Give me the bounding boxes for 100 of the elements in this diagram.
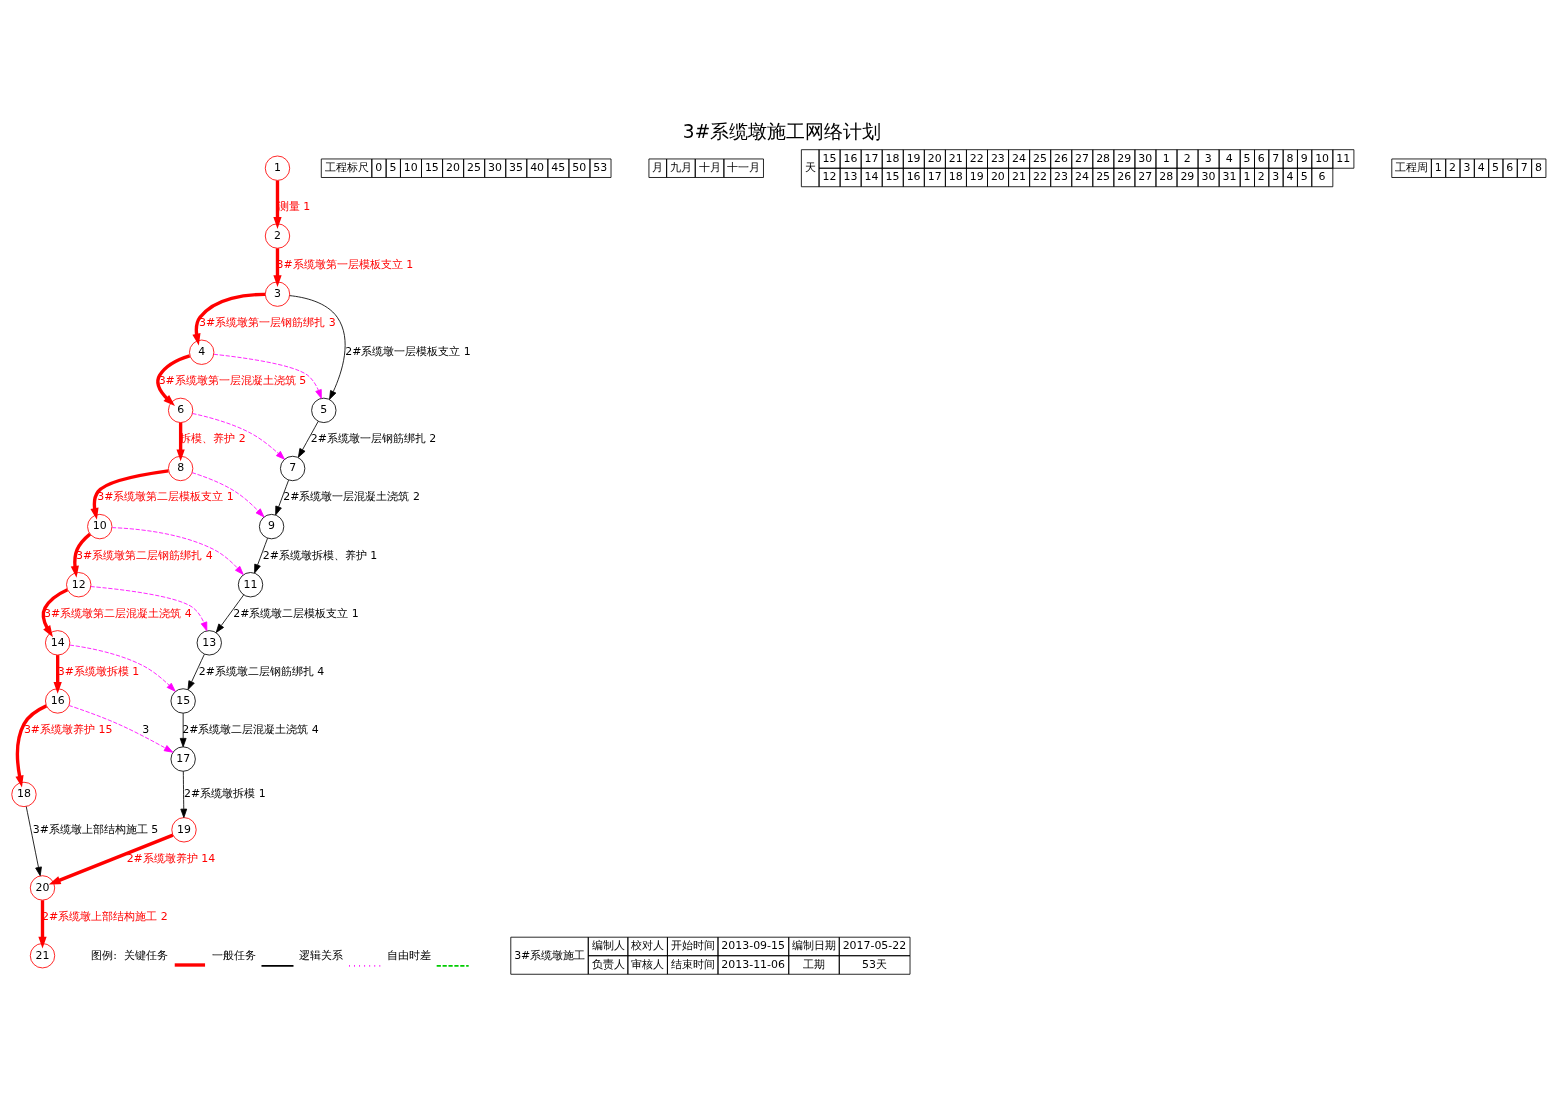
label: 图例: xyxy=(91,948,118,962)
label: 2 xyxy=(1449,160,1457,174)
label: 九月 xyxy=(669,160,692,174)
label: 3 xyxy=(1463,160,1471,174)
label: 30 xyxy=(1201,169,1216,183)
label: 10 xyxy=(1315,151,1330,165)
label: 28 xyxy=(1096,151,1111,165)
label: 17 xyxy=(864,151,879,165)
legend-label: 关键任务 xyxy=(124,948,169,962)
edge-label: 2#系缆墩拆模 1 xyxy=(184,786,266,800)
label: 30 xyxy=(488,160,502,174)
label: 29 xyxy=(1180,169,1195,183)
label: 6 xyxy=(1257,151,1265,165)
label: 25 xyxy=(1096,169,1111,183)
legend-label: 自由时差 xyxy=(386,948,431,962)
edge-label: 2#系缆墩一层钢筋绑扎 2 xyxy=(310,431,437,445)
label: 21 xyxy=(948,151,963,165)
label: 1 xyxy=(1243,169,1251,183)
label: 6 xyxy=(1318,169,1326,183)
label: 45 xyxy=(551,160,566,174)
label: 14 xyxy=(864,169,879,183)
edge-label: 3#系缆墩养护 15 xyxy=(23,722,113,736)
edge-label: 3 xyxy=(142,722,150,736)
label: 审核人 xyxy=(631,957,665,971)
label: 0 xyxy=(375,160,383,174)
label: 17 xyxy=(927,169,942,183)
label: 53天 xyxy=(862,957,887,971)
label: 工期 xyxy=(803,957,826,971)
label: 2 xyxy=(1257,169,1265,183)
edge-label: 2#系缆墩一层模板支立 1 xyxy=(345,344,471,358)
label: 30 xyxy=(1138,151,1153,165)
label: 3 xyxy=(1272,169,1280,183)
label: 26 xyxy=(1117,169,1132,183)
label: 十月 xyxy=(698,160,721,174)
label: 25 xyxy=(1032,151,1047,165)
edge-label: 3#系缆墩拆模 1 xyxy=(57,664,140,678)
label: 13 xyxy=(843,169,858,183)
label: 18 xyxy=(948,169,963,183)
label: 工程标尺 xyxy=(324,160,369,174)
label: 开始时间 xyxy=(670,938,715,952)
label: 2013-09-15 xyxy=(721,938,785,952)
label: 22 xyxy=(1032,169,1047,183)
label: 5 xyxy=(1243,151,1251,165)
edge-label: 2#系缆墩二层钢筋绑扎 4 xyxy=(198,664,325,678)
edge-label: 3#系缆墩第一层混凝土浇筑 5 xyxy=(158,373,307,387)
label: 16 xyxy=(906,169,921,183)
label: 40 xyxy=(530,160,545,174)
label: 20 xyxy=(927,151,942,165)
label: 28 xyxy=(1159,169,1174,183)
label: 23 xyxy=(1054,169,1068,183)
label: 25 xyxy=(467,160,481,174)
label: 18 xyxy=(885,151,900,165)
label: 5 xyxy=(1300,169,1308,183)
edge-label: 2#系缆墩拆模、养护 1 xyxy=(262,548,378,562)
label: 15 xyxy=(424,160,439,174)
label: 编制日期 xyxy=(792,938,837,952)
label: 工程周 xyxy=(1395,160,1429,174)
label: 3 xyxy=(1204,151,1212,165)
label: 5 xyxy=(389,160,397,174)
label: 6 xyxy=(1506,160,1514,174)
label: 8 xyxy=(1534,160,1542,174)
label: 12 xyxy=(822,169,837,183)
label: 24 xyxy=(1075,169,1090,183)
label: 23 xyxy=(990,151,1005,165)
label: 负责人 xyxy=(591,957,625,971)
label: 35 xyxy=(509,160,524,174)
label: 4 xyxy=(1225,151,1233,165)
label: 19 xyxy=(969,169,984,183)
label: 16 xyxy=(843,151,858,165)
edge-label: 2#系缆墩二层混凝土浇筑 4 xyxy=(182,722,319,736)
label: 7 xyxy=(1520,160,1528,174)
label: 7 xyxy=(1272,151,1280,165)
label: 2 xyxy=(1183,151,1191,165)
label: 1 xyxy=(1434,160,1442,174)
edge-label: 2#系缆墩养护 14 xyxy=(126,851,216,865)
edge-label: 2#系缆墩一层混凝土浇筑 2 xyxy=(283,489,420,503)
edge-label: 3#系缆墩第二层混凝土浇筑 4 xyxy=(44,606,192,620)
label: 2017-05-22 xyxy=(842,938,907,952)
label: 22 xyxy=(969,151,984,165)
label: 月 xyxy=(652,160,664,174)
label: 天 xyxy=(804,160,816,174)
label: 校对人 xyxy=(631,938,665,952)
label: 29 xyxy=(1117,151,1132,165)
label: 结束时间 xyxy=(670,957,715,971)
label: 十一月 xyxy=(727,160,761,174)
label: 31 xyxy=(1222,169,1237,183)
legend-label: 一般任务 xyxy=(211,948,256,962)
label: 3#系缆墩施工 xyxy=(514,948,586,962)
label: 10 xyxy=(403,160,418,174)
label: 15 xyxy=(885,169,900,183)
label: 21 xyxy=(1011,169,1026,183)
diagram-title: 3#系缆墩施工网络计划 xyxy=(682,120,882,142)
label: 2013-11-06 xyxy=(721,957,785,971)
label: 8 xyxy=(1286,151,1294,165)
edge-label: 3#系缆墩第二层模板支立 1 xyxy=(97,489,234,503)
label: 4 xyxy=(1477,160,1485,174)
label: 15 xyxy=(822,151,837,165)
label: 50 xyxy=(572,160,587,174)
label: 27 xyxy=(1138,169,1153,183)
label: 编制人 xyxy=(591,938,625,952)
